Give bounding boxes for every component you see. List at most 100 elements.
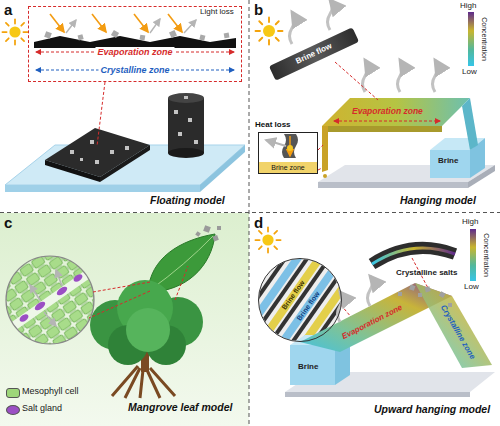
panel-letter: d	[254, 214, 263, 231]
model-title: Hanging model	[400, 194, 476, 206]
floating-absorber	[95, 160, 99, 164]
light-arrow	[168, 14, 182, 32]
scale-title: Concentration	[481, 17, 488, 61]
hanging-absorber	[322, 98, 478, 178]
inset-box: Heat lossBrine zone	[258, 132, 318, 174]
model-title: Upward hanging model	[374, 403, 490, 415]
concentration-bar	[470, 229, 476, 281]
absorber-strip	[372, 248, 455, 264]
legend-text: Salt gland	[22, 403, 62, 413]
leader-line	[318, 62, 378, 170]
absorber-surface	[199, 35, 205, 41]
flow-label: Brine flow	[295, 290, 320, 322]
brine-tank	[430, 150, 470, 178]
annotation: Light loss	[200, 7, 234, 16]
cylinder-absorber	[178, 132, 182, 136]
light-arrow	[50, 14, 64, 32]
zone-label: Evaporation zone	[95, 47, 174, 57]
vapor-arrow	[433, 60, 438, 92]
floating-absorber	[125, 146, 129, 150]
model-title: Floating model	[150, 194, 225, 206]
reflected-light-arrow	[184, 20, 196, 33]
leader-line	[318, 145, 323, 150]
absorber-surface	[224, 33, 230, 39]
scale-label: Low	[464, 282, 479, 291]
cylinder-absorber	[174, 110, 178, 114]
inset-box: Light lossEvaporation zoneCrystalline zo…	[28, 6, 242, 82]
sun-icon	[255, 227, 280, 252]
model-title: Mangrove leaf model	[128, 401, 232, 413]
legend-text: Mesophyll cell	[22, 386, 79, 396]
panel-c-background	[0, 213, 249, 426]
floating-absorber	[90, 140, 94, 144]
panel-c-background	[0, 213, 249, 426]
water-slab	[200, 145, 245, 192]
zone-dimension	[334, 121, 440, 122]
cylinder-absorber	[194, 140, 198, 144]
leader-line	[175, 266, 188, 300]
reflected-light-arrow	[66, 19, 196, 33]
concentration-bar	[468, 12, 474, 66]
mangrove-leaf	[203, 225, 211, 233]
heat-inset	[287, 145, 293, 151]
mangrove-leaf	[217, 226, 221, 230]
flow-label: Brine flow	[269, 27, 359, 80]
cylinder-absorber	[188, 118, 192, 122]
mangrove-tree	[126, 308, 170, 352]
leaf-cross-section	[72, 273, 84, 284]
leaf-cross-section	[0, 254, 102, 346]
brine-tank	[290, 345, 335, 385]
leaf-cross-section	[18, 313, 30, 324]
absorber-surface	[111, 30, 119, 38]
absorber-surface	[44, 31, 52, 39]
panel-divider	[0, 212, 500, 213]
zone-label: Evaporation zone	[352, 106, 423, 116]
scale-title: Concentration	[483, 233, 490, 277]
floating-absorber	[45, 128, 150, 182]
heat-inset	[258, 132, 318, 174]
mangrove-tree	[90, 280, 203, 398]
floating-absorber	[110, 150, 114, 154]
leader-line	[93, 282, 150, 292]
part-label: Brine	[298, 362, 318, 371]
mangrove-leaf	[148, 225, 221, 292]
leaf-cross-section	[44, 312, 56, 326]
vapor-arrow	[338, 276, 373, 322]
base-plate	[318, 182, 468, 188]
leader-line	[335, 62, 378, 100]
zone-label: Crystalline zone	[98, 65, 171, 75]
floating-absorber	[100, 145, 150, 182]
leader-line	[97, 82, 105, 146]
leaf-cross-section	[33, 300, 46, 312]
absorber-surface	[140, 35, 146, 41]
mangrove-leaf	[212, 235, 218, 241]
zone-dimension	[334, 121, 440, 122]
scale-label: High	[462, 217, 478, 226]
panel-letter: b	[254, 1, 263, 18]
floating-absorber	[80, 158, 83, 161]
flow-label: Brine flow	[280, 279, 305, 311]
upward-absorber	[415, 283, 492, 368]
water-slab	[5, 185, 200, 192]
upward-absorber	[425, 286, 431, 292]
cylinder-absorber	[168, 98, 204, 153]
legend-swatch	[6, 405, 20, 415]
reflected-light-arrow	[66, 20, 76, 33]
absorber-strip	[372, 248, 455, 264]
absorber-surface	[169, 30, 177, 38]
cylinder-absorber	[168, 93, 204, 103]
annotation: Heat loss	[255, 120, 291, 129]
sun-icon	[2, 19, 27, 44]
panel-letter: c	[4, 214, 12, 231]
hanging-absorber	[322, 126, 442, 132]
mangrove-leaf	[150, 236, 213, 290]
vapor-arrow	[328, 0, 333, 30]
floating-absorber	[45, 160, 100, 182]
leaf-cross-section	[30, 285, 40, 300]
absorber-surface	[44, 30, 229, 41]
heat-inset	[266, 140, 286, 146]
mangrove-leaf	[195, 225, 221, 241]
mangrove-leaf	[195, 231, 201, 237]
